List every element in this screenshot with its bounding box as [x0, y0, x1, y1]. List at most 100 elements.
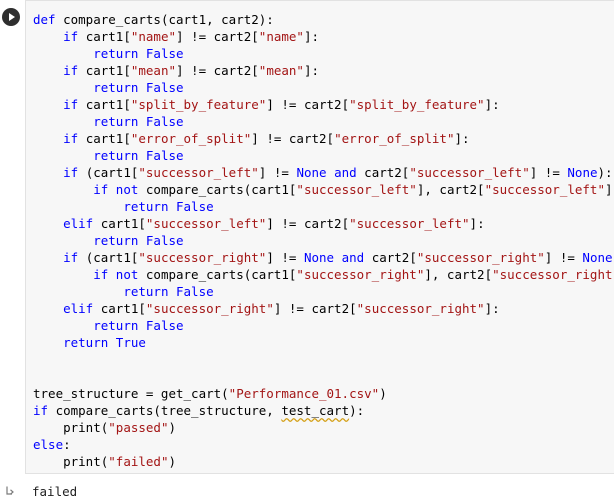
code-token: cart1[ — [85, 29, 131, 44]
code-token: if — [63, 165, 86, 180]
code-token: test_cart — [281, 403, 350, 418]
code-token: None — [567, 165, 598, 180]
code-token: print( — [33, 454, 109, 469]
code-token: ] != — [544, 250, 583, 265]
code-token: "successor_left" — [349, 216, 470, 231]
code-token: if — [63, 131, 86, 146]
code-token: return False — [123, 199, 214, 214]
code-token — [33, 148, 93, 163]
code-token: None — [582, 250, 613, 265]
code-token: "successor_right" — [416, 250, 545, 265]
code-token — [33, 284, 123, 299]
code-line: def compare_carts(cart1, cart2): — [33, 11, 274, 28]
code-token: elif — [63, 301, 101, 316]
code-token — [33, 335, 63, 350]
code-line: if cart1["mean"] != cart2["mean"]: — [33, 62, 319, 79]
code-token: "successor_right" — [492, 267, 614, 282]
code-line: elif cart1["successor_right"] != cart2["… — [33, 300, 500, 317]
code-token: cart2[ — [371, 250, 417, 265]
code-token: ] != cart2[ — [176, 29, 259, 44]
code-token: ]: — [469, 216, 485, 231]
code-token: "name" — [258, 29, 304, 44]
code-token: return True — [63, 335, 146, 350]
code-token: cart1[ — [85, 131, 131, 146]
code-token — [33, 114, 93, 129]
code-token: ] != cart2[ — [251, 131, 335, 146]
code-token: compare_carts(tree_structure, — [55, 403, 282, 418]
code-token: return False — [93, 114, 184, 129]
code-token: tree_structure = get_cart( — [33, 386, 229, 401]
code-token: "successor_right" — [356, 301, 485, 316]
code-token: "error_of_split" — [334, 131, 455, 146]
code-token: compare_carts(cart1[ — [145, 267, 297, 282]
code-token: (cart1[ — [85, 250, 139, 265]
code-token: (cart1[ — [85, 165, 139, 180]
code-token — [33, 182, 93, 197]
code-token: ] != cart2[ — [176, 63, 259, 78]
code-token: "Performance_01.csv" — [228, 386, 380, 401]
code-token: "error_of_split" — [130, 131, 252, 146]
code-token: ]: — [303, 29, 320, 44]
code-token: ], cart2[ — [424, 267, 493, 282]
code-line: if cart1["error_of_split"] != cart2["err… — [33, 130, 470, 147]
code-token: "failed" — [108, 454, 169, 469]
code-token: if — [63, 250, 86, 265]
code-line: return False — [33, 45, 183, 62]
code-token: "mean" — [130, 63, 176, 78]
code-token: compare_carts(cart1, cart2): — [63, 12, 274, 27]
code-token: ): — [597, 165, 613, 180]
code-token — [33, 216, 63, 231]
code-line: return False — [33, 79, 184, 96]
code-token — [33, 301, 63, 316]
code-token: if — [63, 63, 86, 78]
code-token: if not — [93, 267, 146, 282]
code-line: if cart1["split_by_feature"] != cart2["s… — [33, 96, 500, 113]
code-token — [33, 165, 63, 180]
code-line: if cart1["name"] != cart2["name"]: — [33, 28, 319, 45]
code-token: "successor_right" — [145, 301, 274, 316]
code-token: "mean" — [258, 63, 304, 78]
code-token: return False — [123, 284, 214, 299]
code-token: return False — [93, 80, 184, 95]
code-token: return False — [93, 148, 184, 163]
code-token: elif — [63, 216, 101, 231]
code-line: if (cart1["successor_right"] != None and… — [33, 249, 614, 266]
code-token: cart1[ — [85, 63, 131, 78]
run-cell-button[interactable] — [2, 8, 20, 26]
code-editor[interactable]: def compare_carts(cart1, cart2): if cart… — [25, 0, 614, 474]
code-token — [33, 80, 93, 95]
code-line: return False — [33, 147, 184, 164]
code-line: if compare_carts(tree_structure, test_ca… — [33, 402, 364, 419]
code-token: "split_by_feature" — [130, 97, 267, 112]
code-token: ] != — [258, 165, 297, 180]
code-token: : — [63, 437, 71, 452]
play-icon — [9, 13, 15, 21]
code-token: ) — [168, 420, 177, 435]
code-token: print( — [33, 420, 109, 435]
code-token: ) — [379, 386, 387, 401]
code-token: cart1[ — [100, 301, 146, 316]
code-token: ] != — [266, 250, 304, 265]
code-token — [33, 267, 93, 282]
code-token: if — [63, 29, 86, 44]
code-line: print("failed") — [33, 453, 176, 470]
code-token: "successor_left" — [138, 165, 259, 180]
output-text: failed — [32, 484, 78, 499]
code-token — [33, 233, 93, 248]
code-line: tree_structure = get_cart("Performance_0… — [33, 385, 387, 402]
code-token: ]: — [454, 131, 470, 146]
code-token: "name" — [130, 29, 176, 44]
code-token: ]: — [484, 301, 500, 316]
code-line: return False — [33, 113, 184, 130]
code-line: return False — [33, 317, 183, 334]
code-cell: def compare_carts(cart1, cart2): if cart… — [2, 0, 614, 474]
code-line: if (cart1["successor_left"] != None and … — [33, 164, 613, 181]
code-token: ]: — [484, 97, 500, 112]
code-line: if not compare_carts(cart1[ "successor_ri… — [33, 266, 614, 283]
code-token: "successor_right" — [138, 250, 267, 265]
code-token: if — [33, 403, 56, 418]
code-token: if not — [93, 182, 146, 197]
code-line: return False — [33, 283, 214, 300]
code-token: def — [33, 12, 64, 27]
